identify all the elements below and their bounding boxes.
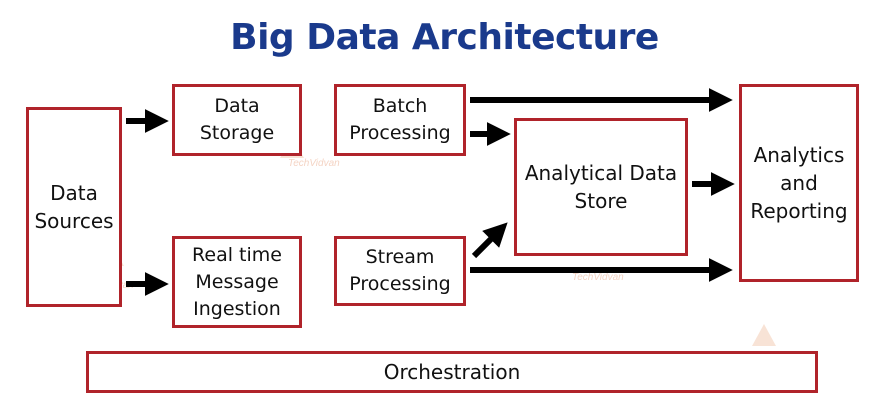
node-analytical-data-store: Analytical Data Store: [514, 118, 688, 256]
node-data-sources: Data Sources: [26, 107, 122, 307]
node-analytics-reporting-label: Analytics and Reporting: [750, 143, 848, 223]
node-batch-processing-label: Batch Processing: [349, 95, 451, 144]
node-stream-processing-label: Stream Processing: [349, 246, 451, 295]
node-batch-processing: Batch Processing: [334, 84, 466, 156]
watermark-text: TechVidvan: [572, 272, 624, 283]
node-data-storage: Data Storage: [172, 84, 302, 156]
watermark-logo-icon: [752, 324, 776, 346]
node-analytical-data-store-label: Analytical Data Store: [524, 161, 678, 213]
node-analytics-reporting: Analytics and Reporting: [739, 84, 859, 282]
watermark-text: TechVidvan: [288, 158, 340, 169]
node-realtime-ingestion-label: Real time Message Ingestion: [192, 243, 282, 320]
node-data-storage-label: Data Storage: [199, 95, 275, 144]
node-realtime-ingestion: Real time Message Ingestion: [172, 236, 302, 328]
node-data-sources-label: Data Sources: [34, 181, 114, 233]
diagram-title: Big Data Architecture: [230, 17, 659, 58]
node-orchestration-label: Orchestration: [383, 360, 521, 384]
edge-stream-to-store: [471, 222, 508, 259]
node-orchestration: Orchestration: [86, 351, 818, 393]
node-stream-processing: Stream Processing: [334, 236, 466, 306]
